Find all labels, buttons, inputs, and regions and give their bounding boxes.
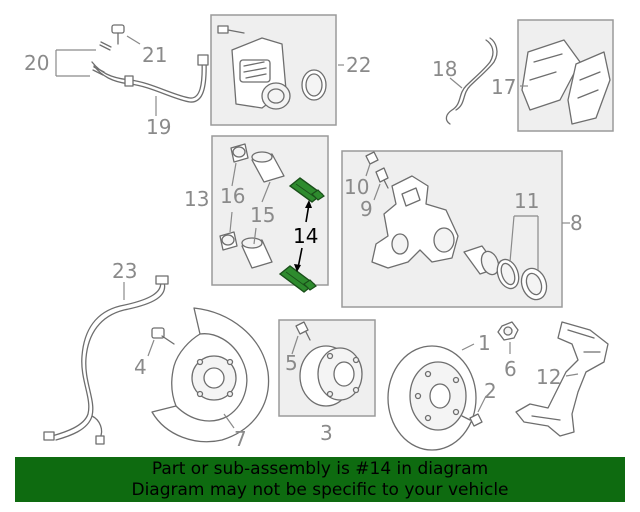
callout-5[interactable]: 5 (285, 351, 298, 375)
callout-4[interactable]: 4 (134, 355, 147, 379)
leader-16b (229, 211, 233, 233)
caliper-motor-part[interactable] (217, 25, 327, 110)
leader-11 (509, 215, 539, 270)
abs-sensor-wire-part[interactable] (43, 275, 169, 445)
callout-23[interactable]: 23 (112, 259, 137, 283)
bleeder-cap-part[interactable] (365, 151, 379, 165)
callout-21[interactable]: 21 (142, 43, 167, 67)
callout-10[interactable]: 10 (344, 175, 369, 199)
leader-5 (291, 335, 299, 355)
callout-11[interactable]: 11 (514, 189, 539, 213)
callout-2[interactable]: 2 (484, 379, 497, 403)
rotor-screw-part[interactable] (461, 413, 483, 427)
leader-16 (231, 162, 237, 187)
banner-line-2: Diagram may not be specific to your vehi… (131, 480, 509, 500)
callout-3[interactable]: 3 (320, 421, 333, 445)
leader-18 (449, 77, 463, 89)
leader-21 (126, 35, 141, 45)
piston-boot-part[interactable] (517, 265, 550, 303)
hub-nut-part[interactable] (497, 321, 519, 341)
brake-rotor-part[interactable] (387, 345, 477, 451)
callout-13[interactable]: 13 (184, 187, 209, 211)
leader-15b (253, 227, 257, 245)
callout-8[interactable]: 8 (570, 211, 583, 235)
leader-20 (55, 49, 96, 77)
callout-19[interactable]: 19 (146, 115, 171, 139)
callout-18[interactable]: 18 (432, 57, 457, 81)
leader-9 (373, 183, 381, 201)
callout-14[interactable]: 14 (293, 224, 318, 248)
leader-14 (294, 200, 312, 272)
leader-1 (461, 343, 475, 351)
caliper-bracket-part[interactable] (515, 321, 609, 437)
leader-2 (477, 395, 487, 413)
leader-15 (261, 181, 271, 203)
splash-shield-part[interactable] (151, 307, 270, 443)
guide-sleeve-upper-part[interactable] (251, 151, 285, 183)
wear-sensor-part[interactable] (445, 37, 498, 125)
bleeder-screw-part[interactable] (375, 167, 389, 189)
bracket-clip-part[interactable] (92, 41, 112, 76)
info-banner: Part or sub-assembly is #14 in diagram D… (15, 457, 625, 502)
leader-4 (147, 339, 155, 357)
brake-pads-part[interactable] (521, 39, 611, 125)
callout-9[interactable]: 9 (360, 197, 373, 221)
piston-seal-part[interactable] (493, 256, 522, 291)
guide-sleeve-lower-part[interactable] (241, 237, 273, 269)
callout-16[interactable]: 16 (220, 184, 245, 208)
guide-pin-upper-part[interactable] (288, 177, 325, 203)
hub-bolt-part[interactable] (295, 321, 311, 341)
leader-10 (365, 163, 371, 177)
banner-line-1: Part or sub-assembly is #14 in diagram (151, 459, 489, 479)
callout-22[interactable]: 22 (346, 53, 371, 77)
callout-12[interactable]: 12 (536, 365, 561, 389)
dust-boot-upper-part[interactable] (230, 143, 249, 163)
leader-7 (223, 413, 235, 429)
guide-pin-lower-part[interactable] (278, 265, 317, 293)
callout-6[interactable]: 6 (504, 357, 517, 381)
callout-17[interactable]: 17 (491, 75, 516, 99)
brake-hose-part[interactable] (91, 54, 209, 103)
hose-bolt-part[interactable] (111, 24, 125, 45)
callout-1[interactable]: 1 (478, 331, 491, 355)
dust-boot-lower-part[interactable] (219, 231, 238, 251)
caliper-piston-part[interactable] (463, 245, 502, 277)
shield-bolt-part[interactable] (151, 327, 175, 345)
caliper-body-part[interactable] (371, 175, 459, 269)
callout-20[interactable]: 20 (24, 51, 49, 75)
callout-7[interactable]: 7 (234, 427, 247, 451)
hub-bearing-part[interactable] (299, 345, 363, 407)
callout-15[interactable]: 15 (250, 203, 275, 227)
leader-12 (565, 373, 579, 377)
